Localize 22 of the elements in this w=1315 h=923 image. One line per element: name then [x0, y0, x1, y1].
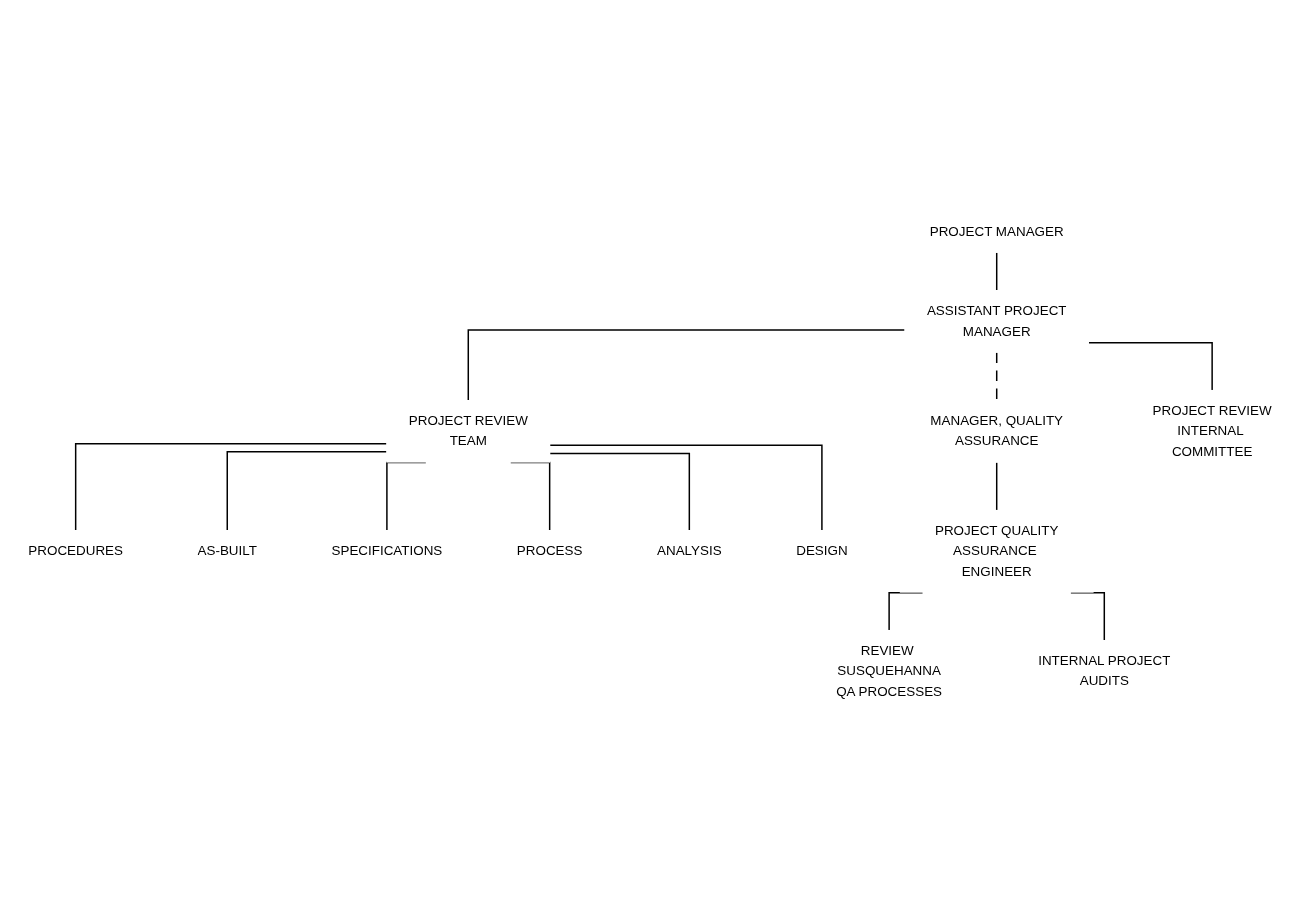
node-text: PROJECT REVIEW INTERNAL COMMITTEE [1152, 403, 1272, 459]
node-text: ANALYSIS [657, 543, 722, 559]
connector [995, 252, 998, 291]
connector [549, 452, 691, 531]
node-text: PROCEDURES [28, 543, 124, 559]
connector [995, 461, 998, 511]
connector [467, 329, 906, 401]
node-text: PROJECT QUALITY ASSURANCE ENGINEER [934, 523, 1059, 579]
connector [1088, 342, 1213, 391]
node-text: PROJECT MANAGER [929, 223, 1064, 239]
connector [74, 443, 388, 531]
node-text: INTERNAL PROJECT AUDITS [1038, 653, 1171, 689]
connector [226, 450, 388, 531]
node-text: SPECIFICATIONS [331, 543, 443, 559]
node-text: AS-BUILT [197, 543, 257, 559]
node-text: MANAGER, QUALITY ASSURANCE [930, 413, 1064, 449]
connector [549, 444, 823, 531]
node-text: REVIEW SUSQUEHANNA QA PROCESSES [836, 643, 943, 699]
node-text: DESIGN [796, 543, 848, 559]
node-text: PROCESS [516, 543, 583, 559]
connector [995, 351, 998, 401]
node-text: ASSISTANT PROJECT MANAGER [926, 303, 1067, 339]
